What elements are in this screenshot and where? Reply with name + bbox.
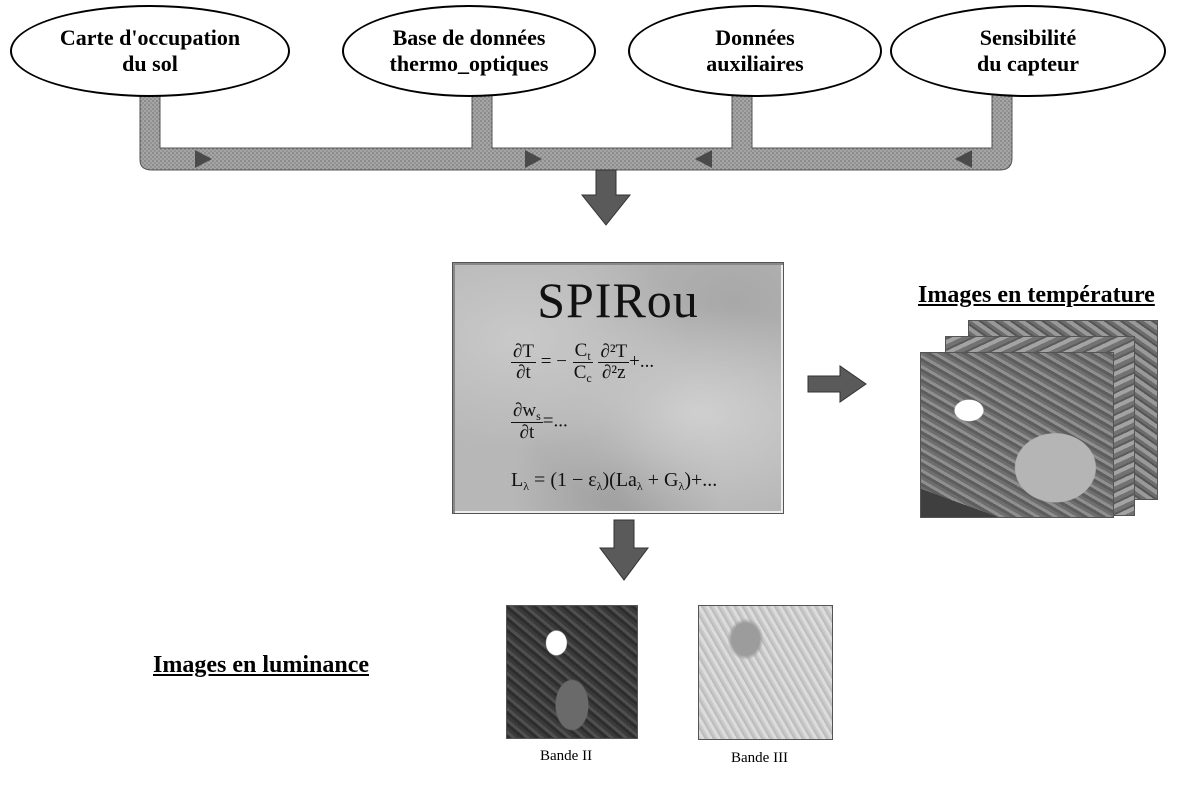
band-ii-label: Bande II bbox=[540, 748, 593, 764]
flow-arrowhead-left-2 bbox=[955, 150, 972, 168]
input-label-line2: du sol bbox=[122, 51, 178, 76]
arrow-down-to-luminance bbox=[599, 519, 649, 581]
arrow-down-to-model bbox=[580, 169, 632, 226]
main-pipe bbox=[139, 94, 1013, 171]
luminance-heading: Images en luminance bbox=[153, 652, 369, 678]
equation-moisture: ∂ws∂t=... bbox=[511, 400, 568, 443]
temperature-heading: Images en température bbox=[918, 282, 1155, 308]
flow-arrowhead-right-2 bbox=[525, 150, 542, 168]
band-iii-label: Bande III bbox=[731, 750, 789, 766]
input-label-line2: thermo_optiques bbox=[389, 51, 549, 76]
flow-arrowhead-left-1 bbox=[695, 150, 712, 168]
input-label-line2: auxiliaires bbox=[706, 51, 804, 76]
band-iii-image bbox=[698, 605, 833, 740]
input-label-line1: Base de données bbox=[392, 25, 546, 50]
arrow-right-to-temperature bbox=[807, 365, 867, 403]
input-label-line2: du capteur bbox=[976, 51, 1080, 76]
model-title: SPIRou bbox=[537, 272, 699, 328]
temperature-image-front bbox=[920, 352, 1114, 518]
flow-arrowhead-right-1 bbox=[195, 150, 212, 168]
input-label-line1: Carte d'occupation bbox=[59, 25, 241, 50]
input-label-line1: Sensibilité bbox=[979, 25, 1077, 50]
band-ii-image bbox=[506, 605, 638, 739]
input-label-line1: Données bbox=[715, 25, 795, 50]
equation-radiance: Lλ = (1 − ελ)(Laλ + Gλ)+... bbox=[511, 469, 718, 493]
